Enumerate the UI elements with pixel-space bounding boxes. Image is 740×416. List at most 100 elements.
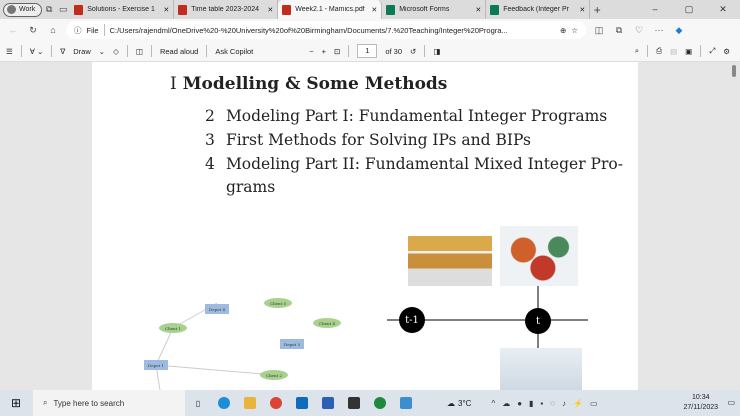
- close-icon[interactable]: ✕: [475, 6, 482, 14]
- new-tab-icon[interactable]: +: [593, 2, 601, 17]
- profile-label: Work: [19, 6, 36, 13]
- shopping-image: [500, 348, 582, 390]
- tab-week2[interactable]: Week2.1 - Mamics.pdf ✕: [278, 0, 383, 19]
- address-bar: ← ↻ ⌂ ⓘ File C:/Users/rajendml/OneDrive%…: [0, 19, 740, 41]
- timeline-node-t: t: [525, 308, 551, 334]
- toc-item[interactable]: 3 First Methods for Solving IPs and BIPs: [205, 131, 531, 149]
- client-2-node: Client 2: [260, 370, 288, 380]
- ask-copilot-button[interactable]: Ask Copilot: [215, 46, 254, 56]
- profile-button[interactable]: Work: [3, 2, 43, 17]
- taskbar-search[interactable]: ⌕ Type here to search: [33, 390, 185, 416]
- toc-item[interactable]: 2 Modeling Part I: Fundamental Integer P…: [205, 107, 608, 125]
- depot-3-node: Depot 3: [280, 339, 304, 349]
- avatar-icon: [7, 5, 16, 14]
- close-icon[interactable]: ✕: [163, 6, 170, 14]
- tab-feedback[interactable]: Feedback (Integer Pr ✕: [486, 0, 591, 19]
- close-window-icon[interactable]: ✕: [719, 4, 727, 14]
- app-icon[interactable]: [344, 393, 364, 413]
- search-icon: ⌕: [43, 398, 48, 407]
- collections-icon[interactable]: ⧉: [615, 24, 623, 35]
- chevron-down-icon[interactable]: ⌄: [98, 46, 106, 56]
- page-number-input[interactable]: 1: [357, 44, 378, 58]
- fullscreen-icon[interactable]: ⤢: [709, 46, 716, 55]
- zoom-icon[interactable]: ⊕: [559, 25, 567, 35]
- url-field[interactable]: ⓘ File C:/Users/rajendml/OneDrive%20-%20…: [66, 21, 586, 39]
- eraser-icon[interactable]: ◇: [113, 46, 119, 56]
- photos-icon[interactable]: [396, 393, 416, 413]
- search-icon[interactable]: ⌕: [634, 46, 640, 55]
- draw-button[interactable]: Draw: [73, 46, 91, 56]
- forms-icon: [490, 4, 500, 15]
- favorite-icon[interactable]: ☆: [571, 25, 578, 35]
- green-app-icon[interactable]: [370, 393, 390, 413]
- close-icon[interactable]: ✕: [579, 6, 586, 14]
- pdf-icon: [282, 4, 292, 15]
- tab-title: Week2.1 - Mamics.pdf: [295, 6, 365, 13]
- highlight-icon[interactable]: ∀ ⌄: [29, 46, 44, 56]
- zoom-out-icon[interactable]: −: [309, 46, 314, 56]
- text-icon[interactable]: ◫: [135, 46, 143, 56]
- close-icon[interactable]: ✕: [267, 6, 274, 14]
- info-icon: ⓘ: [74, 25, 82, 35]
- tab-solutions[interactable]: Solutions - Exercise 1 ✕: [70, 0, 175, 19]
- weather-temp[interactable]: 3°C: [458, 398, 472, 408]
- depot-1-node: Depot 1: [144, 360, 168, 370]
- refresh-icon[interactable]: ↻: [29, 24, 37, 35]
- save-as-icon[interactable]: ▣: [685, 46, 693, 56]
- client-1-node: Client 1: [159, 323, 187, 333]
- print-icon[interactable]: ⎙: [656, 46, 663, 55]
- fit-page-icon[interactable]: ⊡: [334, 46, 341, 56]
- page-view-icon[interactable]: ◨: [433, 46, 441, 56]
- gears-image: [500, 226, 578, 286]
- tab-title: Time table 2023-2024: [191, 6, 260, 13]
- extensions-icon[interactable]: ♡: [634, 24, 644, 35]
- forms-icon: [386, 4, 396, 15]
- close-icon[interactable]: ✕: [371, 6, 378, 14]
- home-icon[interactable]: ⌂: [50, 25, 56, 35]
- pdf-icon: [74, 4, 84, 15]
- url-text: C:/Users/rajendml/OneDrive%20-%20Univers…: [109, 25, 508, 35]
- read-aloud-button[interactable]: Read aloud: [159, 46, 199, 56]
- save-icon[interactable]: ▤: [670, 46, 678, 56]
- contents-icon[interactable]: ☰: [6, 46, 13, 56]
- word-icon[interactable]: [318, 393, 338, 413]
- chrome-icon[interactable]: [266, 393, 286, 413]
- page-count: of 30: [385, 46, 403, 56]
- tab-title: Feedback (Integer Pr: [503, 6, 569, 13]
- tab-actions-icon[interactable]: ▭: [58, 4, 68, 14]
- zoom-in-icon[interactable]: +: [321, 46, 327, 56]
- edge-icon[interactable]: [214, 393, 234, 413]
- tab-timetable[interactable]: Time table 2023-2024 ✕: [174, 0, 279, 19]
- system-tray-icons[interactable]: ^☁●▮▪◌♪⚡▭: [491, 398, 605, 408]
- back-icon[interactable]: ←: [8, 25, 18, 35]
- more-icon[interactable]: ···: [654, 25, 664, 35]
- task-view-icon[interactable]: ▯: [195, 398, 201, 408]
- windows-start-icon[interactable]: ⊞: [10, 396, 22, 410]
- toc-item[interactable]: 4 Modeling Part II: Fundamental Mixed In…: [205, 155, 623, 173]
- toc-item[interactable]: grams: [225, 178, 276, 196]
- tab-forms[interactable]: Microsoft Forms ✕: [382, 0, 487, 19]
- copilot-icon[interactable]: ◆: [675, 24, 683, 35]
- rotate-icon[interactable]: ↺: [410, 46, 417, 56]
- search-placeholder: Type here to search: [53, 398, 125, 408]
- maximize-icon[interactable]: ▢: [684, 4, 694, 14]
- warehouse-image: [408, 236, 492, 286]
- minimize-icon[interactable]: –: [652, 4, 658, 14]
- workspaces-icon[interactable]: ⧉: [46, 4, 53, 14]
- timeline-node-t-1: t-1: [399, 307, 425, 333]
- settings-icon[interactable]: ⚙: [723, 46, 730, 56]
- file-explorer-icon[interactable]: [240, 393, 260, 413]
- split-screen-icon[interactable]: ◫: [594, 24, 604, 35]
- notifications-icon[interactable]: ▭: [727, 398, 735, 407]
- url-scheme-label: File: [86, 25, 99, 35]
- outlook-icon[interactable]: [292, 393, 312, 413]
- weather-icon[interactable]: ☁: [447, 398, 455, 408]
- tab-bar: Work ⧉ ▭ Solutions - Exercise 1 ✕ Time ta…: [0, 0, 740, 19]
- draw-icon[interactable]: ∇: [60, 46, 66, 56]
- tab-title: Microsoft Forms: [399, 6, 450, 13]
- scrollbar[interactable]: [732, 62, 738, 390]
- tab-title: Solutions - Exercise 1: [87, 6, 155, 13]
